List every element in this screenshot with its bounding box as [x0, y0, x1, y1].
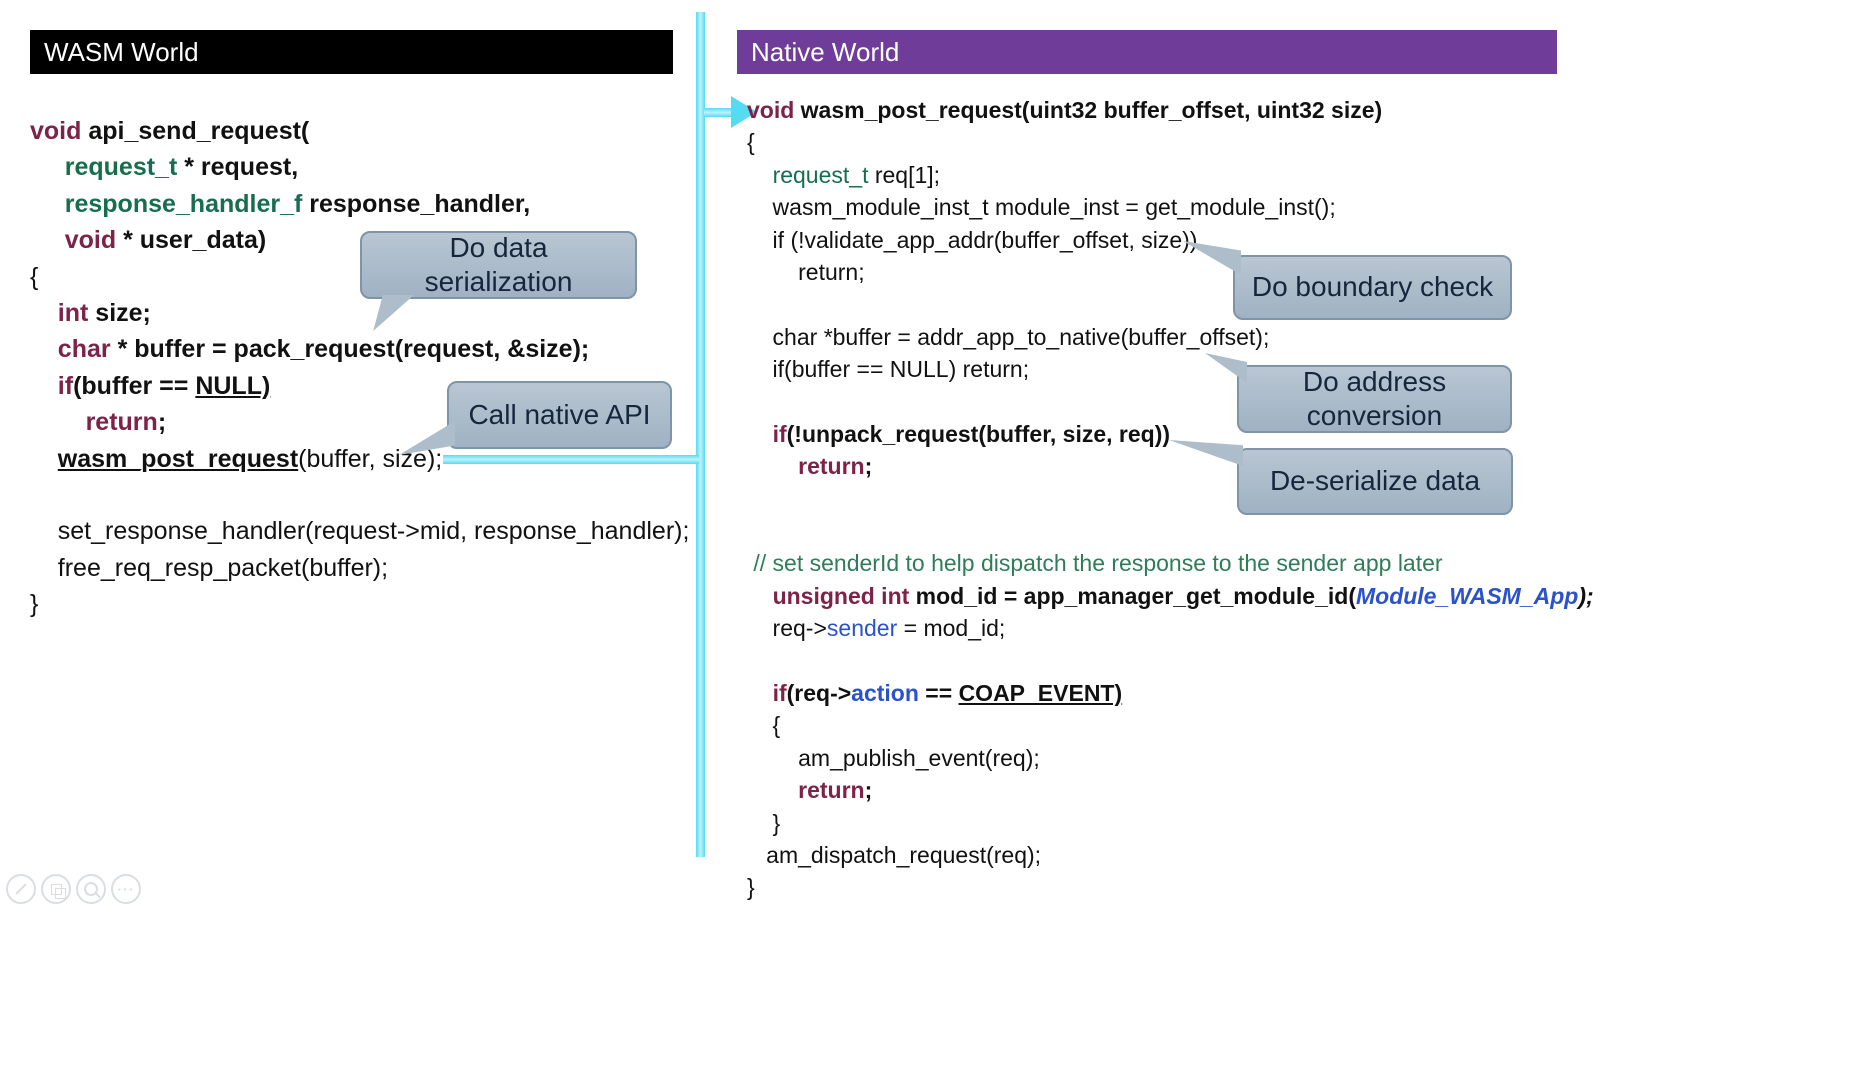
code-line: unsigned int mod_id = app_manager_get_mo…	[772, 582, 1594, 609]
slides-glyph	[50, 883, 66, 899]
native-code-block: void wasm_post_request(uint32 buffer_off…	[747, 97, 1594, 907]
code-line: void api_send_request(	[30, 117, 310, 145]
native-world-title: Native World	[751, 36, 900, 67]
code-line: return;	[85, 408, 167, 437]
code-line: if(buffer == NULL) return;	[747, 356, 1030, 383]
code-line: response_handler_f response_handler,	[64, 189, 531, 218]
wasm-world-title: WASM World	[44, 36, 199, 67]
code-line: if(req->action == COAP_EVENT)	[772, 680, 1123, 707]
pen-glyph	[15, 883, 27, 895]
code-line: return;	[798, 777, 873, 804]
wasm-world-header: WASM World	[30, 30, 673, 74]
native-world-header: Native World	[737, 30, 1557, 74]
code-line: return;	[798, 453, 873, 480]
code-line: {	[747, 712, 781, 739]
code-line: int size;	[57, 298, 151, 327]
code-line	[747, 518, 1594, 550]
callout-deserialize-data: De-serialize data	[1169, 440, 1513, 515]
flow-arrow-head-icon	[731, 96, 757, 128]
wasm-code-block: void api_send_request( request_t * reque…	[30, 117, 689, 626]
zoom-icon[interactable]	[76, 874, 106, 904]
more-options-icon[interactable]: ···	[111, 874, 141, 904]
flow-arrow-stem	[704, 108, 733, 117]
callout-label: Do boundary check	[1251, 271, 1494, 303]
code-line: void * user_data)	[64, 226, 267, 255]
code-line: req->sender = mod_id;	[747, 615, 1006, 642]
callout-call-native-api: Call native API	[399, 381, 672, 455]
code-line: void wasm_post_request(uint32 buffer_off…	[747, 97, 1383, 123]
code-line: {	[747, 129, 755, 156]
code-line: request_t * request,	[64, 153, 299, 182]
ellipsis-glyph: ···	[117, 881, 135, 897]
code-line: }	[747, 874, 755, 901]
code-line: {	[30, 262, 39, 291]
code-line: set_response_handler(request->mid, respo…	[30, 517, 690, 546]
code-line	[30, 481, 689, 517]
flow-arrow-vertical-line	[696, 12, 705, 857]
callout-label: Do data serialization	[424, 231, 573, 297]
code-line: }	[30, 590, 39, 619]
code-line: if (!validate_app_addr(buffer_offset, si…	[747, 226, 1198, 253]
code-line	[747, 648, 1594, 680]
callout-label: Do address conversion	[1302, 365, 1447, 431]
callout-label: Call native API	[468, 398, 651, 430]
code-line: wasm_module_inst_t module_inst = get_mod…	[747, 194, 1336, 221]
code-line: char * buffer = pack_request(request, &s…	[57, 335, 590, 364]
code-line: request_t req[1];	[772, 161, 941, 188]
code-line: // set senderId to help dispatch the res…	[747, 550, 1443, 577]
code-line: if(!unpack_request(buffer, size, req))	[772, 420, 1171, 447]
flow-arrow-horizontal-line	[443, 455, 699, 464]
callout-label: De-serialize data	[1269, 465, 1481, 497]
callout-boundary-check: Do boundary check	[1183, 241, 1512, 320]
pen-icon[interactable]	[6, 874, 36, 904]
magnifier-glyph	[84, 882, 98, 896]
presenter-controls: ···	[6, 874, 141, 904]
code-line: }	[747, 809, 781, 836]
callout-data-serialization: Do data serialization	[360, 231, 637, 331]
callout-address-conversion: Do address conversion	[1205, 353, 1512, 433]
code-line: char *buffer = addr_app_to_native(buffer…	[747, 323, 1270, 350]
code-line: if(buffer == NULL)	[57, 371, 271, 400]
code-line: am_dispatch_request(req);	[747, 841, 1042, 868]
code-line: am_publish_event(req);	[747, 744, 1040, 771]
code-line: free_req_resp_packet(buffer);	[30, 553, 389, 582]
code-line: wasm_post_request(buffer, size);	[57, 444, 443, 473]
all-slides-icon[interactable]	[41, 874, 71, 904]
code-line: return;	[747, 258, 865, 285]
